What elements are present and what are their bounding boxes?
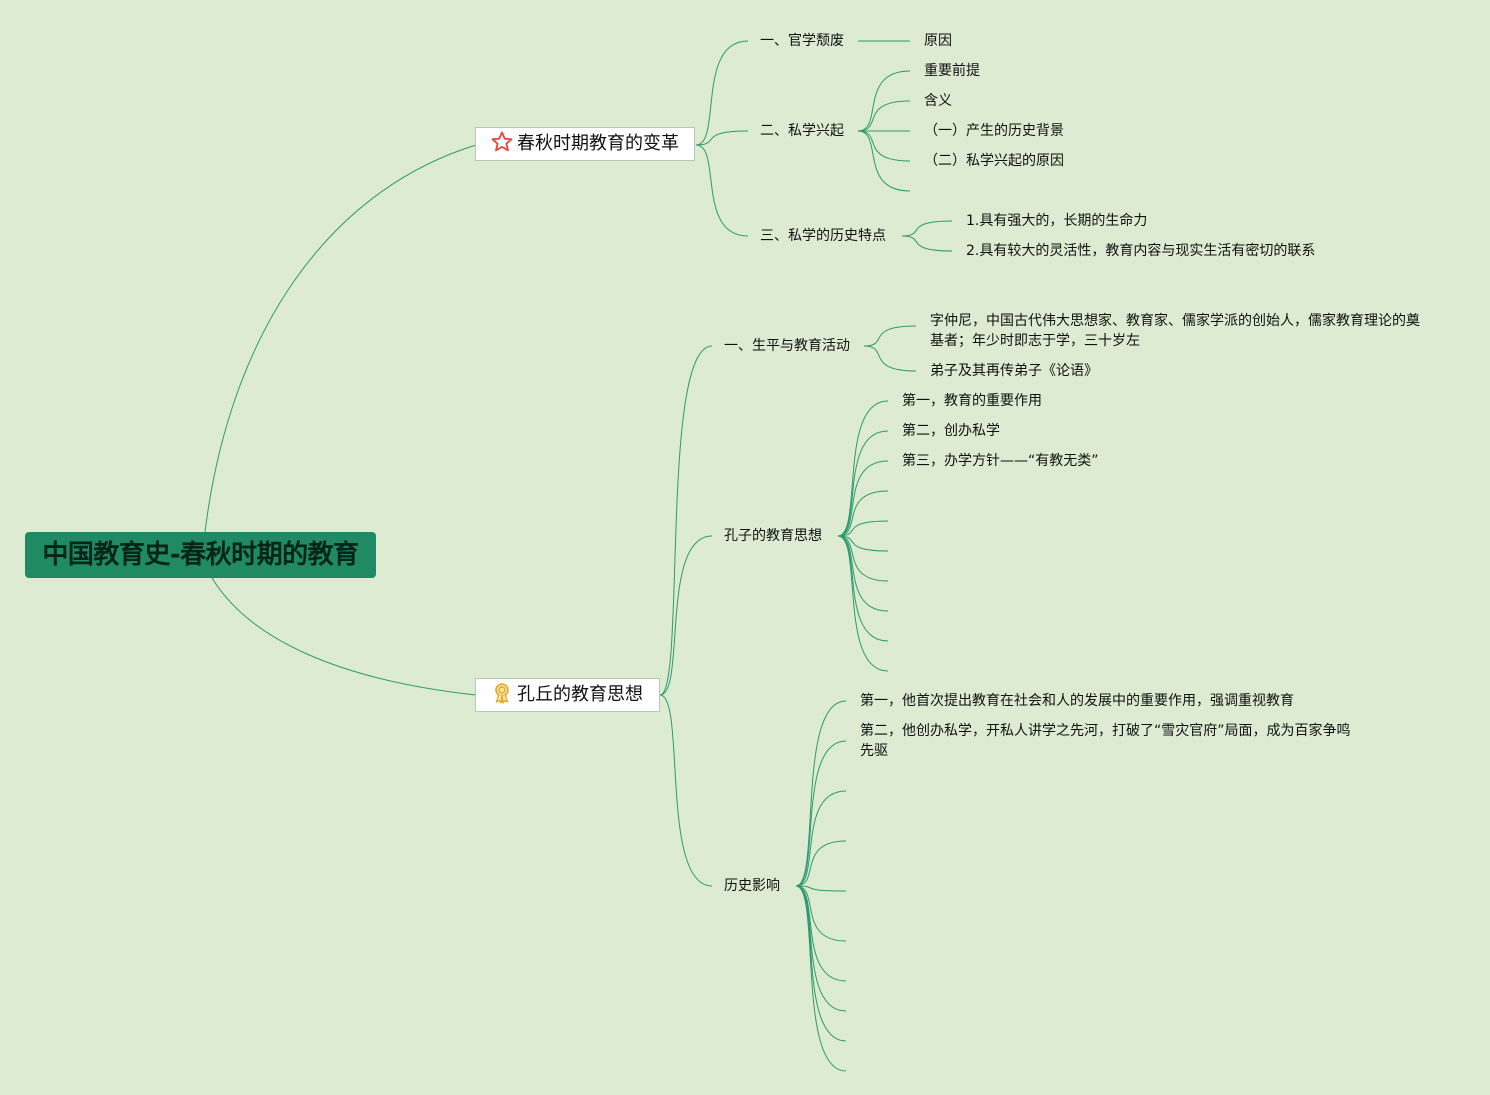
leaf-node[interactable]: 弟子及其再传弟子《论语》 [930,363,1098,379]
leaf-node[interactable]: 2.具有较大的灵活性，教育内容与现实生活有密切的联系 [966,243,1316,259]
leaf-connector [857,100,911,132]
leaf-connector [837,430,889,537]
leaf-connector [795,840,847,887]
leaf-connector [795,885,847,1042]
leaf-node[interactable]: （二）私学兴起的原因 [924,153,1064,169]
root-connector-reform [204,144,477,533]
leaf-node[interactable]: 原因 [924,33,952,49]
branch-connector [695,144,749,237]
leaf-connector [795,700,847,887]
subtopic-life[interactable]: 一、生平与教育活动 [724,338,850,354]
leaf-node[interactable]: 第二，他创办私学，开私人讲学之先河，打破了“雪灾官府”局面，成为百家争鸣先驱 [860,723,1351,759]
leaf-node[interactable]: 1.具有强大的，长期的生命力 [966,213,1148,229]
leaf-node[interactable]: 第一，教育的重要作用 [902,393,1042,409]
branch-connector [695,130,749,146]
branch-connector [659,345,713,696]
leaf-connector [837,520,889,537]
leaf-connector [837,460,889,537]
leaf-connector [795,790,847,887]
leaf-connector [837,535,889,642]
leaf-connector [901,220,953,237]
leaf-node[interactable]: （一）产生的历史背景 [924,123,1064,139]
leaf-node[interactable]: 重要前提 [924,63,980,79]
leaf-connector [795,885,847,942]
branch-connector [695,40,749,146]
leaf-connector [901,235,953,252]
branch-topic-label: 孔丘的教育思想 [517,684,643,705]
branch-connector [659,535,713,696]
leaf-connector [837,490,889,537]
subtopic-sixue[interactable]: 二、私学兴起 [760,123,844,139]
root-connector-confucius [211,577,477,696]
branch-topic-confucius[interactable]: 孔丘的教育思想 [475,678,660,712]
root-topic[interactable]: 中国教育史-春秋时期的教育 [25,532,376,578]
subtopic-sixue-features[interactable]: 三、私学的历史特点 [760,228,886,244]
leaf-connector [837,535,889,672]
branch-connector [659,694,713,887]
leaf-node[interactable]: 第二，创办私学 [902,423,1000,439]
leaf-connector [795,740,847,887]
leaf-connector [863,345,917,372]
branch-topic-reform[interactable]: 春秋时期教育的变革 [475,127,695,161]
leaf-connector [795,885,847,1072]
leaf-connector [857,70,911,132]
leaf-connector [795,885,847,982]
leaf-node[interactable]: 含义 [924,93,952,109]
leaf-connector [837,400,889,537]
leaf-connector [857,130,911,192]
leaf-connector [837,535,889,582]
leaf-connector [837,535,889,552]
leaf-node[interactable]: 字仲尼，中国古代伟大思想家、教育家、儒家学派的创始人，儒家教育理论的奠基者；年少… [930,313,1420,349]
subtopic-guanxue[interactable]: 一、官学颓废 [760,33,844,49]
subtopic-influence[interactable]: 历史影响 [724,878,780,894]
star-icon [491,131,513,152]
branch-topic-label: 春秋时期教育的变革 [517,133,679,154]
leaf-connector [857,130,911,162]
leaf-connector [795,885,847,1012]
medal-icon [495,683,509,704]
leaf-connector [795,885,847,892]
leaf-connector [863,325,917,347]
leaf-node[interactable]: 第一，他首次提出教育在社会和人的发展中的重要作用，强调重视教育 [860,693,1294,709]
leaf-connector [837,535,889,612]
leaf-node[interactable]: 第三，办学方针——“有教无类” [902,453,1099,469]
subtopic-thought[interactable]: 孔子的教育思想 [724,528,822,544]
